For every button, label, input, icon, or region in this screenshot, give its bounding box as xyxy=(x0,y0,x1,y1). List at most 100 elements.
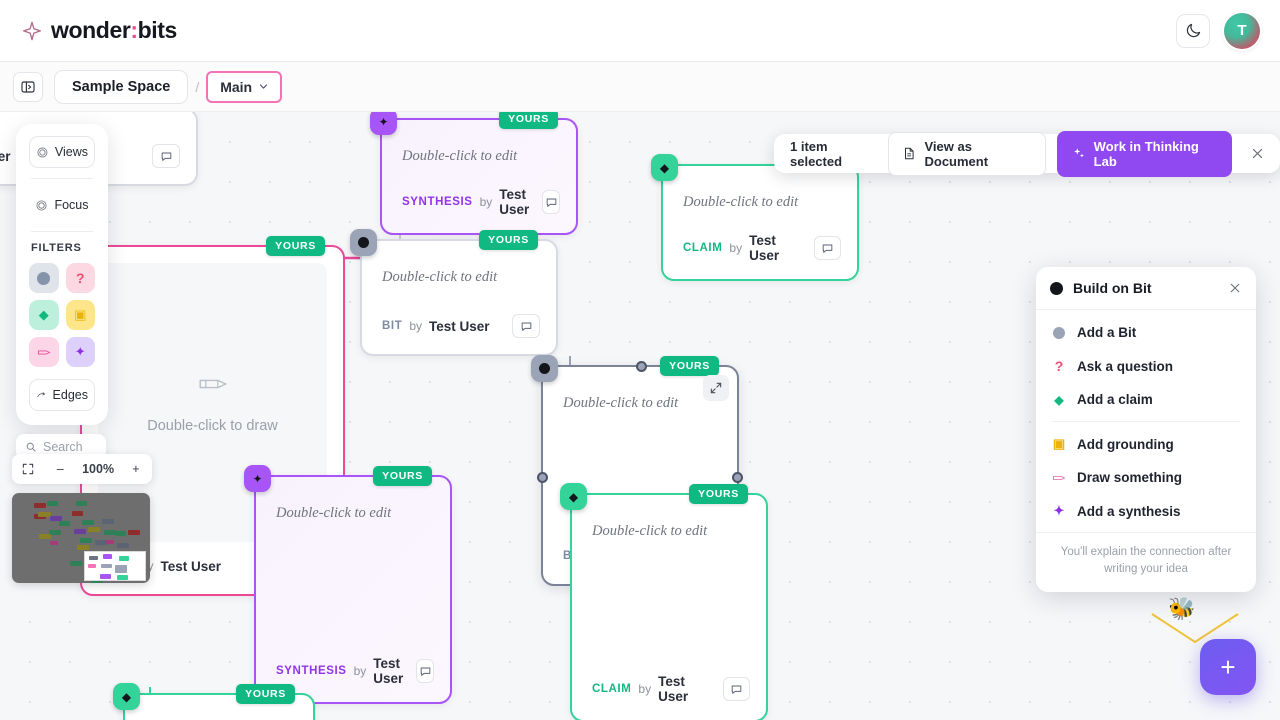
diamond-icon: ◆ xyxy=(121,689,132,704)
build-option-ask-a-question[interactable]: ? Ask a question xyxy=(1036,349,1256,383)
comment-icon xyxy=(420,667,431,676)
node-author: Test User xyxy=(749,233,780,263)
filter-claim[interactable]: ◆ xyxy=(29,300,59,330)
minimap[interactable] xyxy=(12,493,150,583)
minimap-node xyxy=(76,501,87,506)
node-card[interactable]: ✦ YOURS Double-click to edit SYNTHESIS b… xyxy=(370,112,578,235)
build-option-label: Draw something xyxy=(1077,470,1183,485)
breadcrumb-space[interactable]: Sample Space xyxy=(54,69,189,104)
sidebar-toggle-button[interactable] xyxy=(13,71,43,102)
breadcrumb: Sample Space / Main xyxy=(54,69,283,104)
dot-icon xyxy=(37,271,51,285)
build-option-add-grounding[interactable]: ▣ Add grounding xyxy=(1036,427,1256,461)
brand-logo[interactable]: wonder:bits xyxy=(22,17,177,44)
build-option-add-a-claim[interactable]: ◆ Add a claim xyxy=(1036,383,1256,416)
filter-bit[interactable] xyxy=(29,263,59,293)
filter-question[interactable]: ? xyxy=(65,263,95,293)
minimap-node xyxy=(59,521,70,526)
minimap-node xyxy=(49,530,61,535)
build-option-add-a-synthesis[interactable]: ✦ Add a synthesis xyxy=(1036,494,1256,528)
filters-grid: ? ◆ ▣ ✦ xyxy=(29,263,95,367)
resize-handle-top[interactable] xyxy=(636,361,647,372)
sub-bar: Sample Space / Main xyxy=(0,62,1280,112)
minimap-node xyxy=(102,519,114,524)
comment-button[interactable] xyxy=(723,677,750,701)
circles-icon xyxy=(37,147,48,157)
node-by-word: by xyxy=(409,319,423,333)
question-icon: ? xyxy=(1054,358,1064,374)
comment-icon xyxy=(822,244,833,253)
node-card[interactable]: ◆ YOURS xyxy=(113,683,315,720)
close-selection-button[interactable] xyxy=(1243,146,1272,161)
minimap-node xyxy=(70,561,82,566)
node-meta: SYNTHESIS by Test User xyxy=(276,656,434,686)
expand-button[interactable] xyxy=(703,375,729,401)
breadcrumb-separator: / xyxy=(195,78,200,95)
close-build-panel-button[interactable] xyxy=(1228,281,1242,295)
work-in-thinking-lab-button[interactable]: Work in Thinking Lab xyxy=(1056,130,1232,177)
minimap-node xyxy=(50,541,58,545)
minimap-node xyxy=(100,574,111,579)
comment-button[interactable] xyxy=(416,659,434,683)
filter-grounding[interactable]: ▣ xyxy=(65,300,95,330)
node-kind: CLAIM xyxy=(592,683,632,695)
node-placeholder: Double-click to edit xyxy=(402,148,518,164)
node-card[interactable]: YOURS Double-click to edit BIT by Test U… xyxy=(350,229,558,356)
node-placeholder: Double-click to edit xyxy=(592,523,708,539)
build-panel-header: Build on Bit xyxy=(1036,267,1256,310)
divider xyxy=(1052,421,1240,422)
add-fab-button[interactable]: + xyxy=(1200,639,1256,695)
breadcrumb-branch[interactable]: Main xyxy=(206,70,283,103)
document-icon xyxy=(905,147,915,160)
minimap-node xyxy=(50,516,62,521)
node-type-pin: ✦ xyxy=(370,112,397,135)
diamond-icon: ◆ xyxy=(1054,392,1064,407)
filter-synthesis[interactable]: ✦ xyxy=(65,337,95,367)
filter-draw[interactable] xyxy=(29,337,59,367)
sparkle-icon: ✦ xyxy=(74,344,86,359)
minimap-node xyxy=(106,540,114,544)
avatar[interactable]: T xyxy=(1224,12,1260,49)
edges-button[interactable]: Edges xyxy=(29,379,95,411)
divider xyxy=(31,231,93,232)
node-meta: SYNTHESIS by Test User xyxy=(402,187,560,217)
build-option-add-a-bit[interactable]: Add a Bit xyxy=(1036,316,1256,349)
comment-button[interactable] xyxy=(152,144,180,168)
views-button[interactable]: Views xyxy=(29,136,95,168)
resize-handle-right[interactable] xyxy=(732,472,743,483)
node-by-word: by xyxy=(638,682,652,696)
build-on-bit-panel: Build on Bit Add a Bit ? Ask a question … xyxy=(1036,267,1256,592)
focus-button[interactable]: Focus xyxy=(29,189,95,221)
minimap-node xyxy=(72,511,83,516)
yours-badge: YOURS xyxy=(689,484,748,504)
fit-to-screen-button[interactable] xyxy=(12,454,44,484)
node-card[interactable]: ◆ Double-click to edit CLAIM by Test Use… xyxy=(651,154,859,281)
resize-handle-left[interactable] xyxy=(537,472,548,483)
zoom-out-button[interactable]: – xyxy=(56,462,64,476)
comment-button[interactable] xyxy=(814,236,841,260)
node-card[interactable]: ◆ YOURS Double-click to edit CLAIM by Te… xyxy=(560,483,768,720)
focus-label: Focus xyxy=(54,198,89,212)
diamond-icon: ◆ xyxy=(38,307,49,322)
theme-toggle-button[interactable] xyxy=(1176,13,1210,48)
node-meta: CLAIM by Test User xyxy=(592,674,750,704)
minimap-node xyxy=(80,538,92,543)
build-option-label: Add grounding xyxy=(1077,436,1174,452)
node-placeholder: Double-click to edit xyxy=(683,194,799,210)
build-panel-footer: You'll explain the connection after writ… xyxy=(1036,532,1256,592)
selection-toolbar: 1 item selected View as Document Work in… xyxy=(774,130,1280,177)
zoom-in-button[interactable]: + xyxy=(132,462,140,476)
comment-icon xyxy=(546,198,557,207)
comment-button[interactable] xyxy=(542,190,560,214)
expand-icon xyxy=(710,382,722,394)
pencil-icon xyxy=(199,379,226,388)
view-as-document-button[interactable]: View as Document xyxy=(888,131,1046,176)
node-card[interactable]: ✦ YOURS Double-click to edit SYNTHESIS b… xyxy=(244,465,452,704)
search-placeholder: Search xyxy=(43,439,83,454)
comment-icon xyxy=(731,685,742,694)
minimap-viewport[interactable] xyxy=(84,551,146,581)
comment-button[interactable] xyxy=(512,314,540,338)
node-type-pin xyxy=(350,229,377,256)
build-option-draw-something[interactable]: Draw something xyxy=(1036,461,1256,494)
